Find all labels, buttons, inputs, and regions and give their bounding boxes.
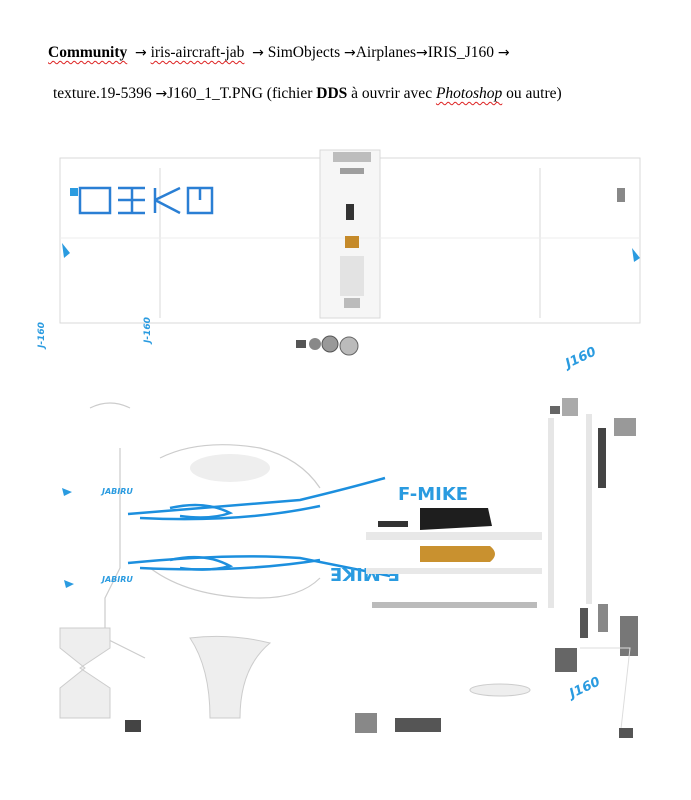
- tail-outline: [580, 647, 631, 739]
- logo-bottom-right: J160: [565, 675, 603, 703]
- arrow-icon: →: [415, 45, 428, 61]
- logo-top-right: J160: [561, 345, 599, 373]
- path-package: iris-aircraft-jab: [150, 44, 245, 61]
- arrow-icon: →: [343, 45, 356, 61]
- strut-parts: [548, 398, 638, 656]
- small-logo-bottom: JABIRU: [100, 575, 133, 584]
- cowling-parts: [366, 508, 542, 608]
- path-texture: texture.19-5396: [53, 85, 152, 102]
- arrow-icon: →: [134, 45, 147, 61]
- path-airplanes: Airplanes: [355, 44, 416, 61]
- registration-top: F-MIKE: [398, 484, 468, 505]
- fuselage-side: [89, 402, 321, 659]
- path-line-1: Community → iris-aircraft-jab → SimObjec…: [48, 44, 691, 62]
- path-community: Community: [48, 44, 128, 61]
- swoosh-top: [127, 476, 386, 521]
- small-logo-top: JABIRU: [100, 487, 133, 496]
- small-model-label-left: J-160: [37, 322, 47, 350]
- wheel-parts: [296, 335, 359, 356]
- mike-logo: [78, 186, 214, 215]
- arrow-icon: →: [252, 45, 264, 61]
- wingtip-marks: [62, 243, 640, 262]
- note-mid: à ouvrir avec: [347, 85, 436, 102]
- note-dds: DDS: [316, 85, 348, 102]
- path-file: J160_1_T.PNG: [167, 85, 263, 102]
- path-simobjects: SimObjects: [267, 44, 341, 61]
- swoosh-bottom: [127, 555, 391, 578]
- bottom-parts: [59, 627, 633, 738]
- arrow-icon: →: [497, 45, 510, 61]
- note-photoshop: Photoshop: [435, 85, 503, 102]
- arrow-icon: →: [155, 86, 168, 102]
- texture-image: J-160 J-160 JABIRU JABIRU F-MIKE F-MIKE: [37, 149, 641, 739]
- note-end: ou autre): [502, 85, 562, 102]
- fuselage-top: [333, 152, 371, 308]
- small-model-label-right: J-160: [143, 317, 153, 345]
- path-iris: IRIS_J160: [427, 44, 495, 61]
- note-open: (fichier: [266, 85, 317, 102]
- path-line-2: texture.19-5396 →J160_1_T.PNG (fichier D…: [53, 85, 691, 103]
- small-bird-marks: [62, 488, 74, 588]
